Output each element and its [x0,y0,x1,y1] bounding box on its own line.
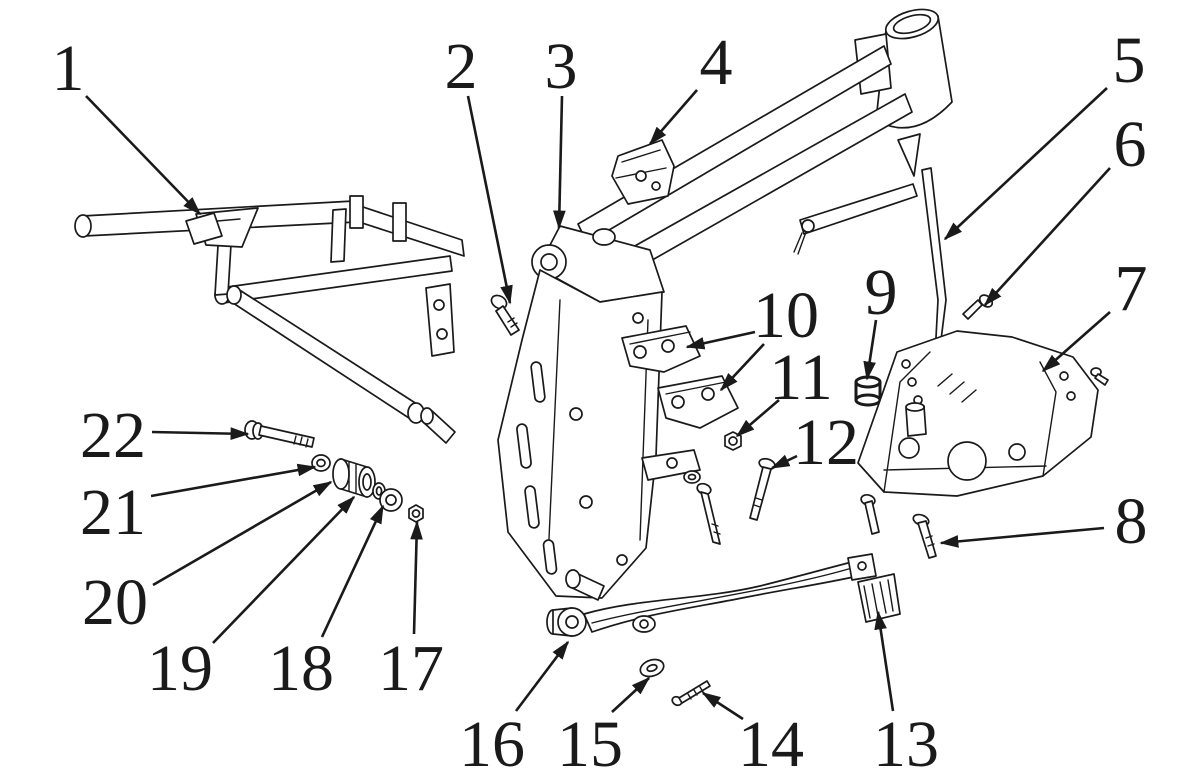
callout-number-3: 3 [545,30,578,103]
leader-lines [85,87,1111,721]
washer-part [639,658,665,678]
callout-number-7: 7 [1115,252,1148,325]
callout-number-4: 4 [700,26,733,99]
leader-line-2 [466,95,513,305]
screw-part [671,680,711,707]
leader-line-10 [719,343,765,392]
callout-number-8: 8 [1115,485,1148,558]
callout-number-21: 21 [80,476,146,549]
leader-line-6 [983,167,1111,307]
callout-number-15: 15 [557,708,623,780]
leader-line-13 [874,610,895,712]
callout-number-2: 2 [445,30,478,103]
callout-number-17: 17 [378,632,444,705]
leader-line-16 [514,640,570,712]
callout-number-19: 19 [147,632,213,705]
leader-line-7 [1041,311,1111,373]
pivot-hardware-parts [244,420,424,523]
mid-bracket-parts [621,325,739,429]
leader-line-15 [611,676,651,713]
callout-number-16: 16 [459,708,525,780]
callout-number-6: 6 [1114,108,1147,181]
upper-bracket-part [611,139,675,205]
callout-number-10: 10 [753,279,819,352]
callout-number-18: 18 [268,632,334,705]
leader-line-18 [320,504,385,638]
leader-line-5 [943,87,1108,241]
callout-number-13: 13 [873,708,939,780]
leader-line-12 [770,454,798,470]
brake-pedal-part [546,553,877,637]
leader-line-11 [735,399,780,438]
leader-line-22 [151,427,250,440]
leader-line-14 [701,691,744,721]
leader-line-4 [648,89,698,146]
callout-number-1: 1 [52,32,85,105]
leader-line-21 [150,463,317,498]
callout-number-14: 14 [738,708,804,780]
callout-number-12: 12 [793,406,859,479]
leader-line-10 [685,330,756,350]
leader-line-3 [553,95,566,230]
rear-subframe-part [74,195,465,444]
skid-plate-part [857,330,1109,559]
leader-line-17 [410,520,423,635]
callout-number-20: 20 [82,566,148,639]
callout-number-5: 5 [1113,24,1146,97]
callout-number-11: 11 [769,341,833,414]
leader-line-8 [939,526,1105,548]
leader-line-9 [863,319,878,381]
rear-bracket-part [857,573,901,623]
callout-number-9: 9 [865,256,898,329]
leader-line-1 [85,95,202,216]
leader-line-20 [152,480,333,587]
callout-number-22: 22 [80,399,146,472]
leader-line-19 [212,495,356,644]
